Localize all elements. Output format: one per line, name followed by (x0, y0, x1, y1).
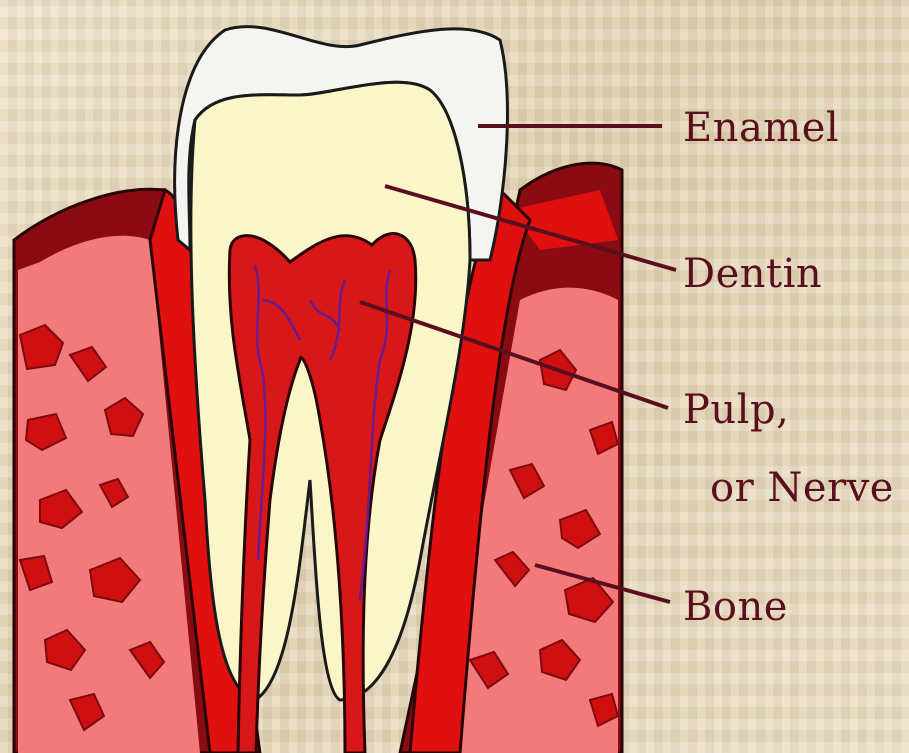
enamel-label: Enamel (683, 108, 839, 148)
dentin-label: Dentin (683, 254, 822, 294)
nerve-label: or Nerve (710, 468, 894, 508)
bone-label: Bone (683, 587, 788, 627)
pulp-label: Pulp, (683, 390, 789, 430)
